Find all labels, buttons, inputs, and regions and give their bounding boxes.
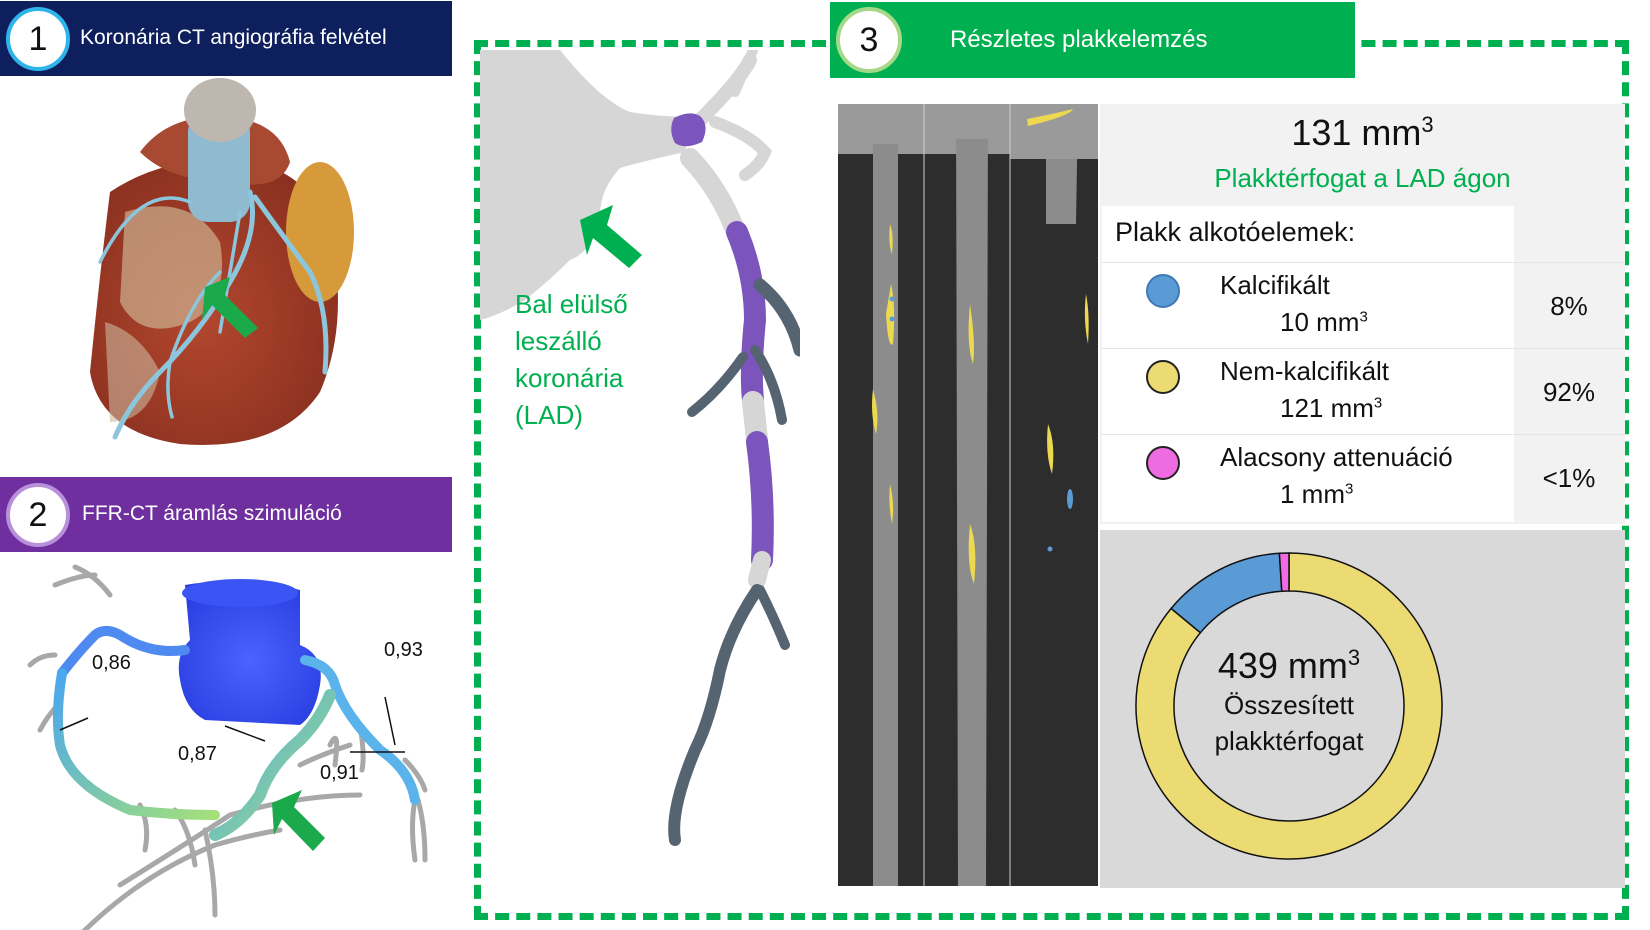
heart-ct-rendering (90, 78, 354, 445)
panel-3-title: Részletes plakkelemzés (950, 26, 1208, 53)
lad-plaque-volume: 131 mm3 (1100, 112, 1625, 154)
component-percent: 8% (1514, 263, 1624, 349)
donut-caption-line1: Összesített (1223, 690, 1355, 720)
component-percent: <1% (1514, 435, 1624, 521)
green-arrow-icon (202, 277, 258, 338)
lad-label-line: (LAD) (515, 400, 583, 430)
green-arrow-icon (580, 205, 642, 268)
component-percent: 92% (1514, 349, 1624, 435)
lad-label-line: leszálló (515, 326, 602, 356)
total-plaque-donut-chart (1135, 552, 1443, 860)
donut-slice-alacsony-attenu-ci- (1278, 552, 1290, 593)
unit-superscript: 3 (1421, 112, 1434, 137)
lad-volume-value: 131 mm (1291, 112, 1422, 153)
lad-label-line: Bal elülső (515, 289, 628, 319)
panel-1-title: Koronária CT angiográfia felvétel (80, 26, 387, 49)
lad-label: Bal elülső leszálló koronária (LAD) (515, 286, 628, 434)
panel-1-header: 1 Koronária CT angiográfia felvétel (0, 1, 452, 76)
panel-2-number-badge: 2 (6, 483, 70, 547)
ffr-value-label: 0,91 (320, 762, 359, 784)
plaque-components-title: Plakk alkotóelemek: (1115, 217, 1356, 247)
lad-volume-caption: Plakktérfogat a LAD ágon (1214, 163, 1511, 193)
low-attenuation-color-dot (1146, 446, 1180, 480)
donut-center-label: 439 mm3 Összesített plakktérfogat (1189, 645, 1389, 759)
ffr-value-label: 0,93 (384, 639, 423, 661)
panel-3-number-badge: 3 (836, 7, 902, 73)
calcified-color-dot (1146, 274, 1180, 308)
component-volume: 121 mm3 (1280, 393, 1383, 423)
donut-caption-line2: plakktérfogat (1214, 726, 1364, 756)
ffr-ct-model (27, 564, 428, 930)
lad-vessel-schematic (480, 50, 800, 846)
component-volume: 1 mm3 (1280, 479, 1354, 509)
panel-1-number-badge: 1 (6, 7, 70, 71)
component-name: Kalcifikált (1220, 270, 1330, 300)
lad-label-line: koronária (515, 363, 624, 393)
component-volume: 10 mm3 (1280, 307, 1368, 337)
green-arrow-icon (272, 790, 325, 851)
noncalcified-color-dot (1146, 360, 1180, 394)
donut-slice-kalcifik-lt (1170, 552, 1283, 634)
component-row-noncalcified: Nem-kalcifikált 121 mm3 92% (1102, 348, 1624, 435)
component-row-low-attenuation: Alacsony attenuáció 1 mm3 <1% (1102, 434, 1624, 521)
component-name: Alacsony attenuáció (1220, 442, 1453, 472)
ffr-value-label: 0,86 (92, 652, 131, 674)
donut-total-value: 439 mm3 (1217, 645, 1361, 686)
ct-plaque-strips (838, 104, 1098, 886)
component-row-calcified: Kalcifikált 10 mm3 8% (1102, 262, 1624, 349)
ffr-value-label: 0,87 (178, 743, 217, 765)
panel-3-header: 3 Részletes plakkelemzés (830, 2, 1355, 78)
panel-2-title: FFR-CT áramlás szimuláció (82, 502, 342, 525)
component-name: Nem-kalcifikált (1220, 356, 1390, 386)
panel-2-header: 2 FFR-CT áramlás szimuláció (0, 477, 452, 552)
donut-slice-nem-kalcifik-lt (1135, 552, 1443, 860)
